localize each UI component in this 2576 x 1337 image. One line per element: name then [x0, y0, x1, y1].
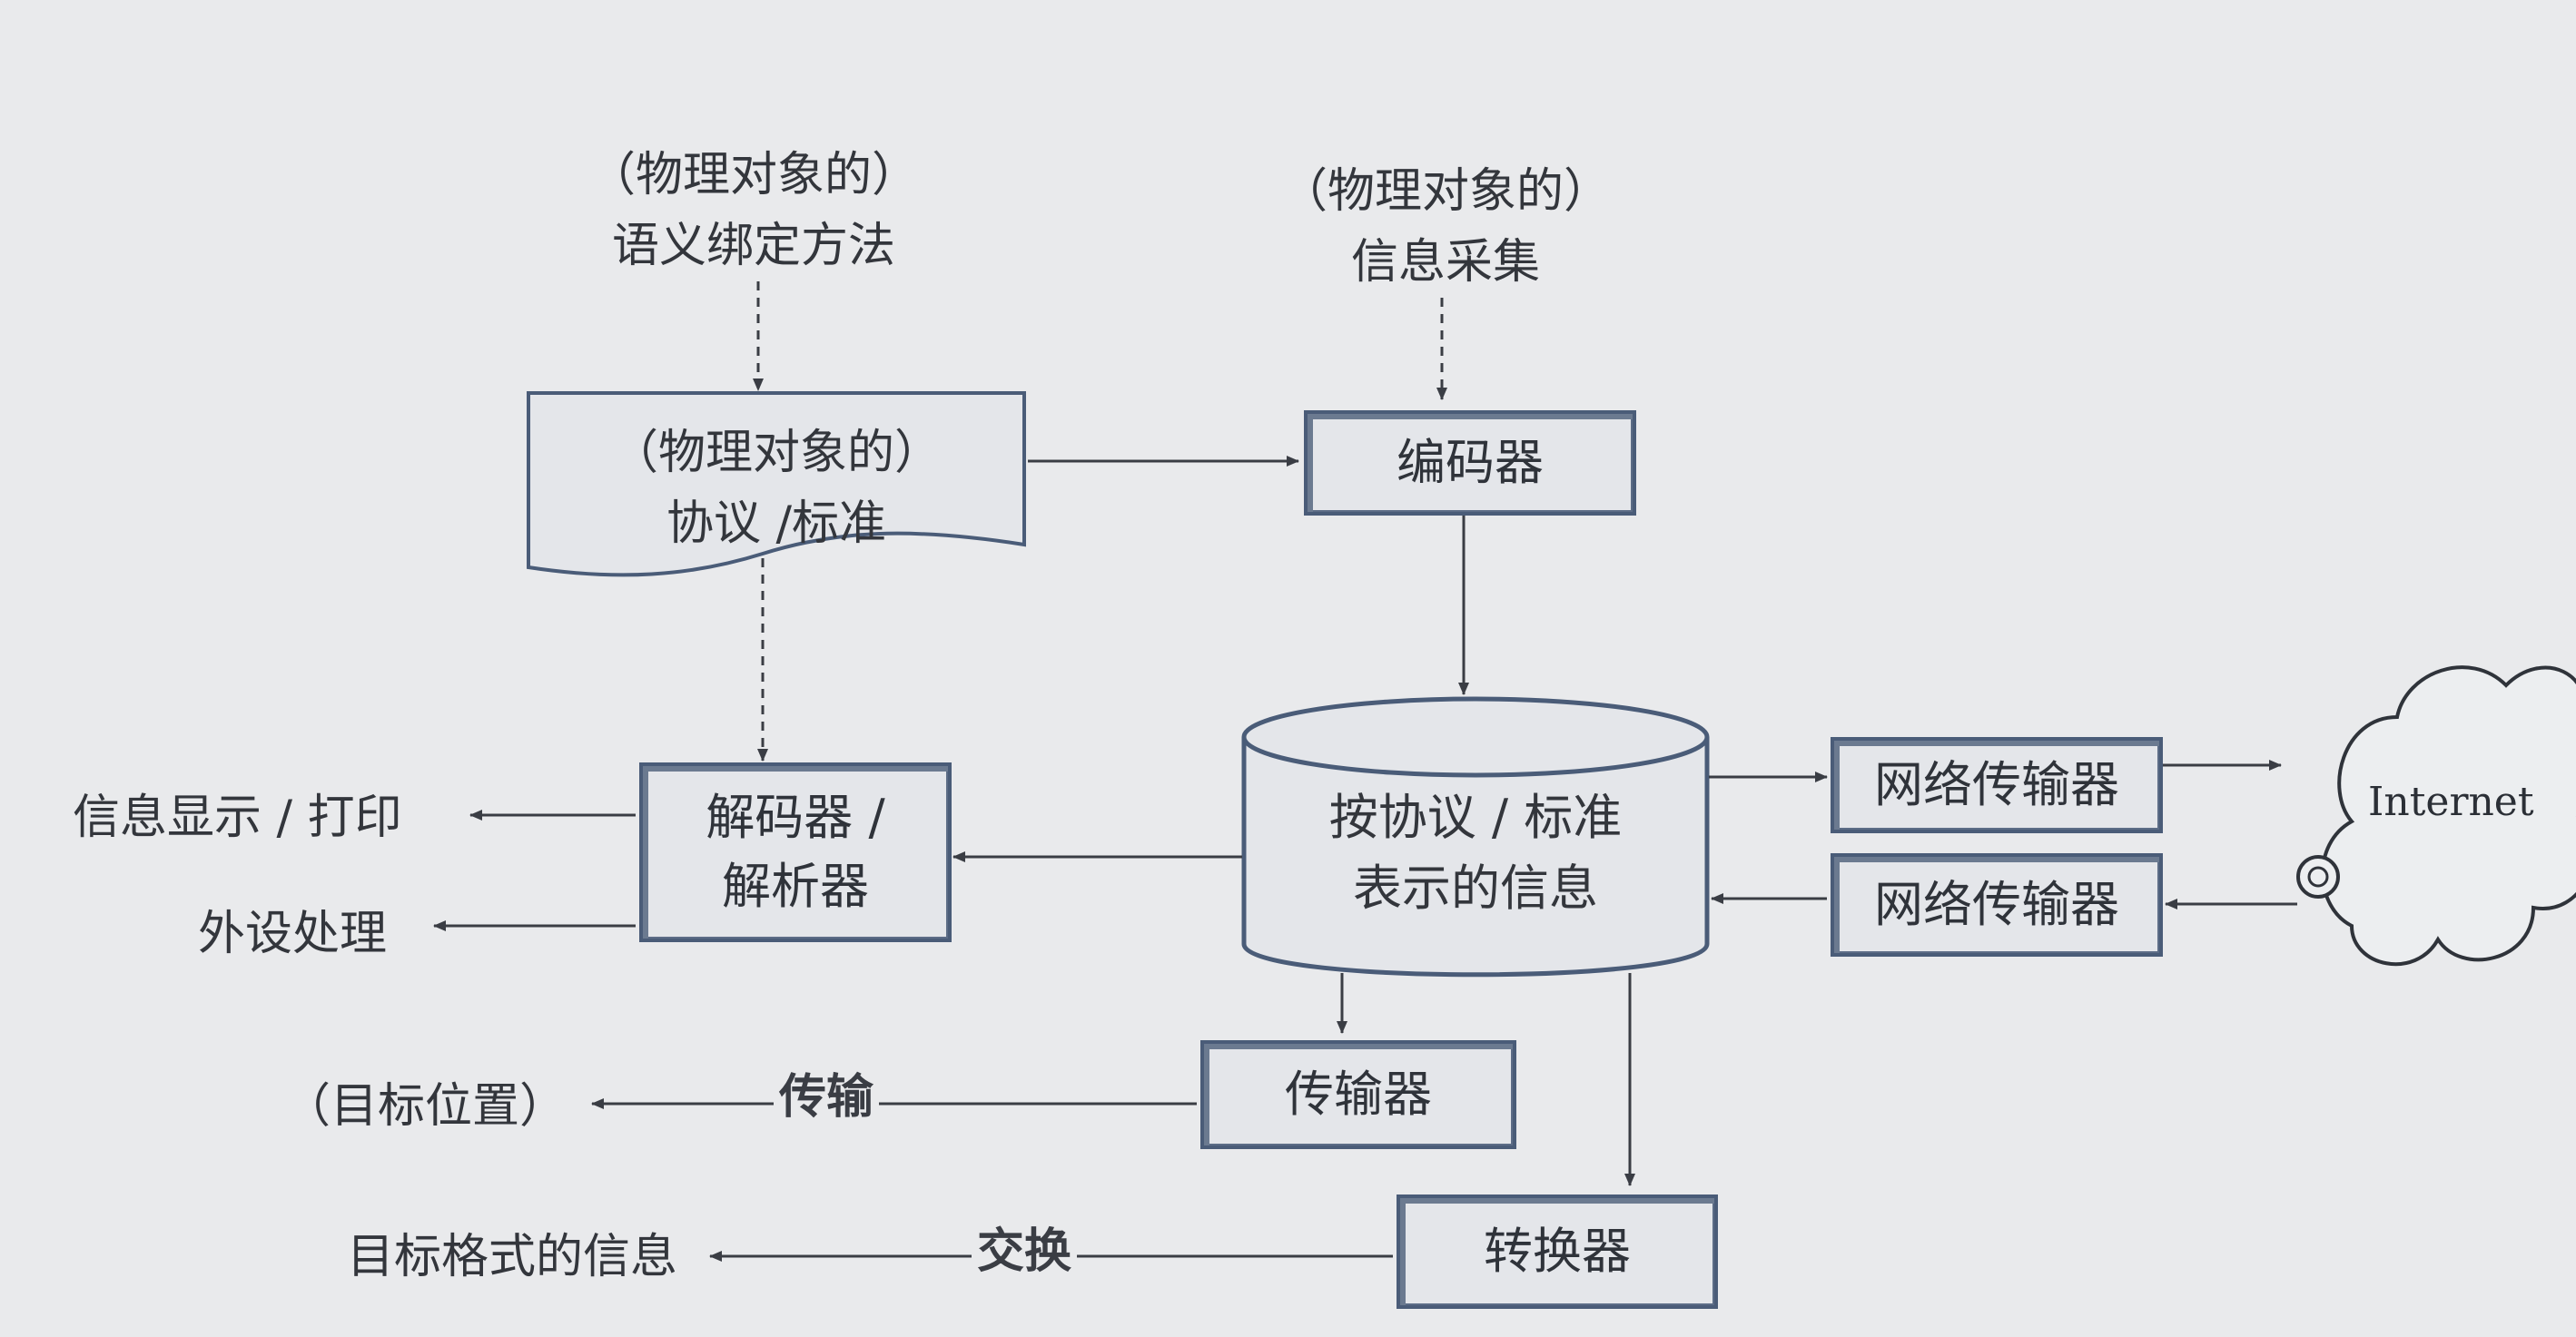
- protocol-line2: 协议 /标准: [666, 496, 887, 551]
- network-transmitter-out-box: 网络传输器: [1831, 737, 2163, 833]
- protocol-document-label: （物理对象的） 协议 /标准: [611, 418, 942, 559]
- info-collection-line2: 信息采集: [1350, 235, 1541, 290]
- network-transmitter-in-box: 网络传输器: [1831, 853, 2163, 957]
- encoder-box: 编码器: [1304, 410, 1636, 516]
- info-collection-label: （物理对象的） 信息采集: [1280, 156, 1611, 298]
- database-line1: 按协议 / 标准: [1328, 789, 1623, 846]
- target-format-label: 目标格式的信息: [347, 1230, 678, 1284]
- database-line2: 表示的信息: [1353, 860, 1598, 917]
- protocol-line1: （物理对象的）: [610, 426, 943, 480]
- peripheral-label: 外设处理: [198, 907, 388, 961]
- decoder-box: 解码器 / 解析器: [639, 762, 952, 942]
- exchange-edge-label: 交换: [972, 1216, 1078, 1287]
- transmitter-box: 传输器: [1200, 1040, 1516, 1149]
- decoder-line2: 解析器: [721, 858, 869, 915]
- database-cylinder: [1241, 696, 1710, 978]
- network-transmitter-out-label: 网络传输器: [1874, 756, 2119, 813]
- converter-box: 转换器: [1397, 1194, 1718, 1309]
- target-location-label: （目标位置）: [283, 1079, 568, 1134]
- internet-cloud-icon: [2296, 665, 2576, 967]
- semantic-binding-line2: 语义绑定方法: [611, 219, 896, 273]
- display-print-label: 信息显示 / 打印: [73, 791, 402, 845]
- database-label: 按协议 / 标准 表示的信息: [1329, 782, 1623, 924]
- internet-label: Internet: [2368, 779, 2534, 825]
- semantic-binding-label: （物理对象的） 语义绑定方法: [588, 140, 919, 281]
- semantic-binding-line1: （物理对象的）: [587, 148, 920, 202]
- transmit-edge-label: 传输: [774, 1062, 880, 1133]
- converter-label: 转换器: [1484, 1223, 1631, 1280]
- encoder-label: 编码器: [1397, 434, 1544, 491]
- transmitter-label: 传输器: [1285, 1066, 1432, 1123]
- protocol-document-shape: [527, 391, 1026, 577]
- decoder-line1: 解码器 /: [706, 789, 885, 846]
- info-collection-line1: （物理对象的）: [1279, 164, 1612, 219]
- network-transmitter-in-label: 网络传输器: [1874, 876, 2119, 933]
